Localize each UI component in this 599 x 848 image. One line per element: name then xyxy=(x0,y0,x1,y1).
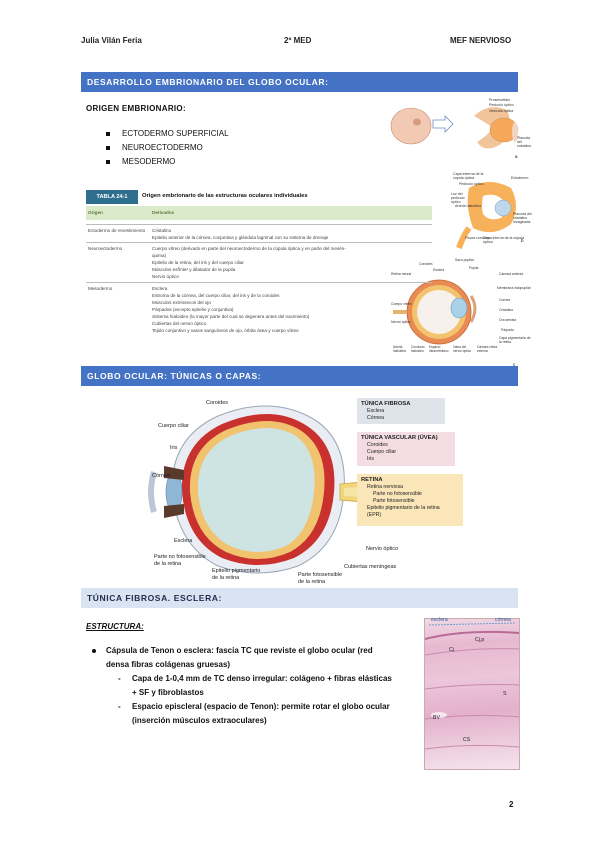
label-cornea: Córnea xyxy=(499,298,511,302)
label-parte-no-foto: Parte no fotosensible de la retina xyxy=(154,554,206,567)
table-header-row: Origen Derivados xyxy=(86,206,432,220)
embryo-illustration: a b c xyxy=(390,107,524,367)
eye-cross-section xyxy=(148,405,389,574)
label-capa-pig: Capa pigmentaria de la retina xyxy=(499,336,531,344)
label-cornea: Córnea xyxy=(152,473,171,479)
label-bv: BV xyxy=(433,715,440,721)
label-cs: CS xyxy=(463,737,471,743)
table-row: Ectodermo de revestimiento Cristalino Ep… xyxy=(86,224,432,241)
list-item: MESODERMO xyxy=(106,155,229,169)
label-esp: Espacio intrarretiniano xyxy=(429,345,449,353)
label-parpado: Párpado xyxy=(501,328,514,332)
estructura-body: Cápsula de Tenon o esclera: fascia TC qu… xyxy=(92,644,418,728)
box-retina: RETINA Retina nerviosa Parte no fotosens… xyxy=(357,474,463,526)
label-vaina: Vaina del nervio óptico xyxy=(453,345,472,353)
label-coroides: Coroides xyxy=(206,400,229,406)
histology-texture xyxy=(425,622,519,750)
label-placoda: Placoda del cristalino xyxy=(517,136,532,149)
box-tunica-vascular: TÚNICA VASCULAR (ÚVEA) Coroides Cuerpo c… xyxy=(357,432,455,466)
label-camara-ext: Cámara vítrea externa xyxy=(477,345,498,353)
section-title-tunicas: GLOBO OCULAR: TÚNICAS O CAPAS: xyxy=(81,366,518,386)
eye-diagram: Coroides Cuerpo ciliar Iris Córnea Escle… xyxy=(148,396,468,586)
table-row: Mesodermo Esclera Estroma de la córnea, … xyxy=(86,282,432,335)
label-camara-ant: Cámara anterior xyxy=(499,272,524,276)
section-title-esclera: TÚNICA FIBROSA. ESCLERA: xyxy=(81,588,518,608)
label-pupila: Pupila xyxy=(469,266,479,270)
label-membrana: Membrana iridopupilar xyxy=(497,286,531,290)
label-cristalino: Cristalino xyxy=(499,308,514,312)
fig-a-label: a xyxy=(515,154,518,159)
table-col-origin: Origen xyxy=(88,210,103,215)
origin-list: ECTODERMO SUPERFICIAL NEUROECTODERMO MES… xyxy=(106,127,229,169)
section-title-desarrollo: DESARROLLO EMBRIONARIO DEL GLOBO OCULAR: xyxy=(81,72,518,92)
label-capa-int: Capa interna de la cúpula óptica xyxy=(483,236,524,245)
table-col-derived: Derivados xyxy=(152,210,175,215)
header-subject: MEF NERVIOSO xyxy=(450,36,512,45)
label-esclera: Esclera xyxy=(433,268,445,272)
label-s: S xyxy=(503,691,507,697)
label-ora: Ora serrata xyxy=(499,318,517,322)
label-pediculo: Pedículo óptico xyxy=(489,103,514,108)
header-author: Julia Vilán Feria xyxy=(81,36,142,45)
page-number: 2 xyxy=(509,800,514,809)
bullet-dot xyxy=(92,649,96,653)
label-parte-foto: Parte fotosensible de la retina xyxy=(298,572,343,585)
label-retina: Retina neural xyxy=(391,272,412,276)
label-luz: Luz del pedículo óptico xyxy=(451,192,465,205)
label-vesicula: Vesícula óptica xyxy=(489,108,514,113)
table-row: Neuroectodermo Cuerpo vítreo (derivado e… xyxy=(86,242,432,281)
label-vitreo: Cuerpo vítreo xyxy=(391,302,412,306)
label-ectodermo: Ectodermo xyxy=(511,176,529,180)
label-arteria: Arteria hialoidea xyxy=(455,204,481,208)
table-embryonic-origin: TABLA 24-1 Origen embrionario de las est… xyxy=(86,190,432,340)
label-pediculo2: Pedículo óptico xyxy=(459,182,484,186)
header-course: 2º MED xyxy=(284,36,312,45)
label-nervio: Nervio óptico xyxy=(391,320,411,324)
label-nervio: Nervio óptico xyxy=(366,546,399,552)
table-title: Origen embrionario de las estructuras oc… xyxy=(142,193,308,199)
fig-c-label: c xyxy=(513,362,516,367)
label-capa-ext: Capa externa de la cúpula óptica xyxy=(453,172,484,181)
table-tag: TABLA 24-1 xyxy=(86,190,138,204)
label-saco: Saco pupilar xyxy=(455,258,474,262)
label-placoda-inv: Placoda del cristalino invaginada xyxy=(513,212,532,225)
label-prosencefalo: Prosencéfalo xyxy=(489,98,510,102)
label-cuerpo-ciliar: Cuerpo ciliar xyxy=(158,423,189,429)
box-tunica-fibrosa: TÚNICA FIBROSA Esclera Córnea xyxy=(357,398,445,424)
label-cjep: Cj,p xyxy=(475,637,485,643)
embryo-diagram: a b c Prosencéfalo Pedículo óptico Vesíc… xyxy=(389,96,532,368)
label-conducto: Conducto hialoideo xyxy=(411,345,425,353)
label-esclera: esclera xyxy=(431,617,448,623)
label-coroides: Coroides xyxy=(419,262,433,266)
label-cornea: córnea xyxy=(495,617,511,623)
list-item: ECTODERMO SUPERFICIAL xyxy=(106,127,229,141)
label-cubiertas: Cubiertas meníngeas xyxy=(344,564,397,570)
origin-heading: ORIGEN EMBRIONARIO: xyxy=(86,104,186,113)
label-hialoidea: Arteria hialoidea xyxy=(393,345,406,353)
fig-b-label: b xyxy=(521,238,524,243)
list-item: NEUROECTODERMO xyxy=(106,141,229,155)
label-iris: Iris xyxy=(170,445,178,451)
label-fisura: Fisura coroidea xyxy=(465,236,490,240)
histology-image: esclera córnea Cj,p Cj S BV CS xyxy=(424,617,520,770)
label-esclera: Esclera xyxy=(174,538,193,544)
label-epitelio: Epitelio pigmentario de la retina xyxy=(212,568,261,581)
label-cj: Cj xyxy=(449,647,454,653)
estructura-heading: ESTRUCTURA: xyxy=(86,622,144,631)
